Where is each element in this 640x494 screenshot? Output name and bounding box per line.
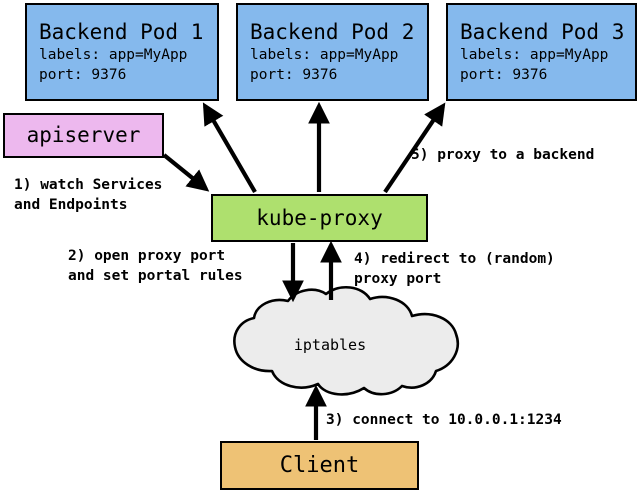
backend-pod-1-port: port: 9376 [39, 67, 127, 83]
backend-pod-2-port: port: 9376 [250, 67, 338, 83]
apiserver-box[interactable]: apiserver [3, 113, 164, 158]
apiserver-label: apiserver [26, 123, 141, 147]
edge-kubeproxy-to-pod3 [383, 102, 446, 194]
iptables-label: iptables [293, 336, 367, 354]
backend-pod-1-labels: labels: app=MyApp [39, 47, 188, 63]
backend-pod-1-box[interactable]: Backend Pod 1 labels: app=MyApp port: 93… [25, 3, 219, 101]
client-label: Client [279, 452, 360, 478]
backend-pod-3-port: port: 9376 [460, 67, 548, 83]
backend-pod-2-box[interactable]: Backend Pod 2 labels: app=MyApp port: 93… [236, 3, 429, 101]
step-1-label: 1) watch Services and Endpoints [14, 177, 163, 213]
step-5-label: 5) proxy to a backend [411, 147, 595, 163]
backend-pod-2-title: Backend Pod 2 [250, 20, 415, 44]
client-box[interactable]: Client [220, 441, 419, 490]
kube-proxy-label: kube-proxy [256, 205, 383, 230]
backend-pod-3-title: Backend Pod 3 [460, 20, 625, 44]
edge-kubeproxy-to-pod1 [202, 102, 257, 194]
step-2-label: 2) open proxy port and set portal rules [68, 248, 243, 284]
backend-pod-2-labels: labels: app=MyApp [250, 47, 399, 63]
step-4-label: 4) redirect to (random) proxy port [354, 251, 555, 287]
kube-proxy-box[interactable]: kube-proxy [211, 194, 428, 242]
iptables-cloud [233, 286, 459, 396]
backend-pod-1-title: Backend Pod 1 [39, 20, 204, 44]
edge-apiserver-to-kubeproxy [162, 153, 210, 192]
backend-pod-3-labels: labels: app=MyApp [460, 47, 609, 63]
backend-pod-3-box[interactable]: Backend Pod 3 labels: app=MyApp port: 93… [446, 3, 637, 101]
step-3-label: 3) connect to 10.0.0.1:1234 [326, 412, 562, 428]
